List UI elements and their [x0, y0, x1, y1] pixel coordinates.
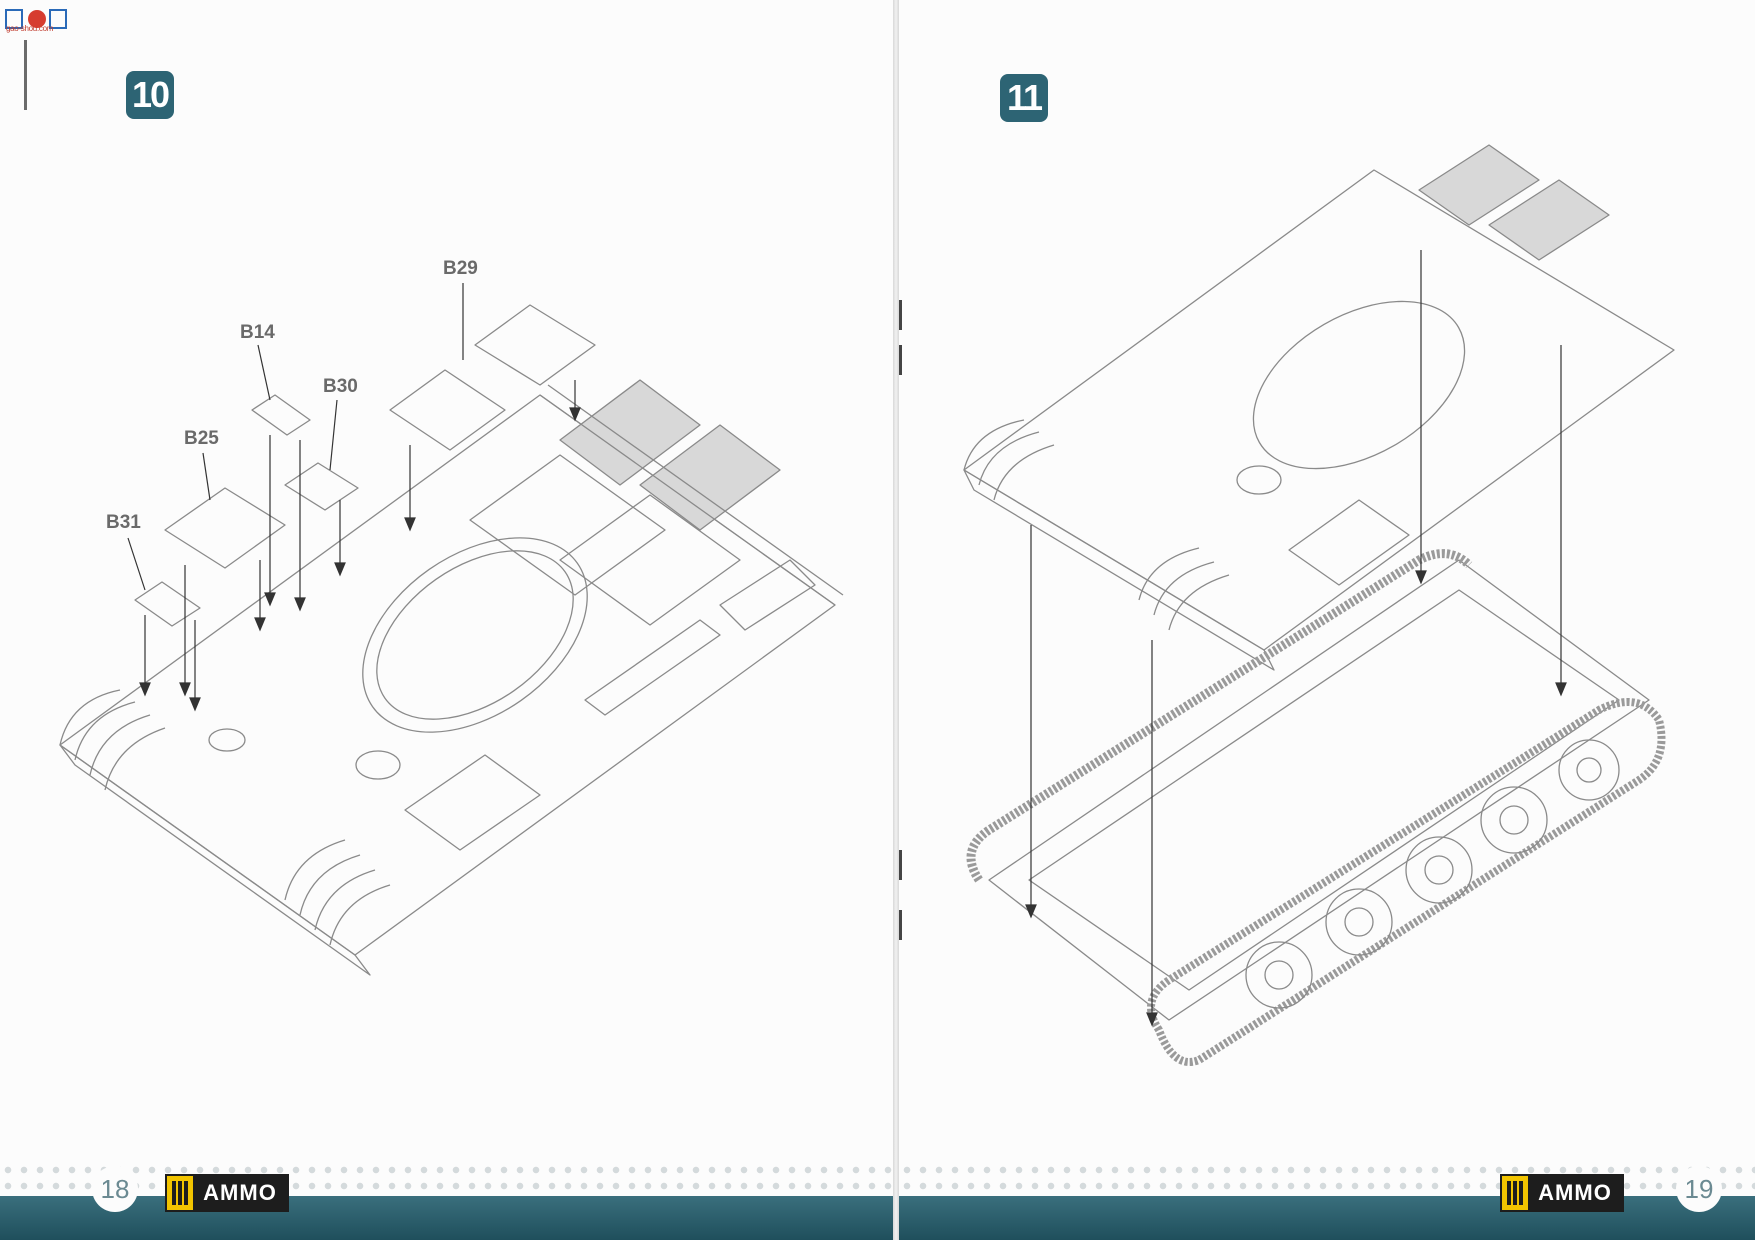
right-track [1147, 698, 1666, 1066]
part-label-b25: B25 [184, 428, 219, 449]
ammo-logo: AMMO [1500, 1174, 1624, 1212]
step-number-badge: 11 [1000, 74, 1048, 122]
binding-staple [899, 300, 902, 330]
part-b14 [251, 394, 311, 436]
part-label-b31: B31 [106, 512, 141, 533]
footer-band [0, 1196, 893, 1240]
ammo-logo-text: AMMO [193, 1176, 287, 1210]
watermark-site: gao-shou.com [6, 24, 54, 33]
turret-ring [362, 537, 588, 733]
ammo-bars-icon [167, 1176, 193, 1210]
engine-grill [1418, 144, 1540, 226]
left-track [966, 549, 1473, 883]
page-gutter [893, 0, 899, 1240]
right-page: 11 [899, 0, 1755, 1240]
engine-grill [559, 379, 701, 486]
footer-dots [0, 1162, 893, 1196]
part-label-b29: B29 [443, 258, 478, 279]
ammo-bars-icon [1502, 1176, 1528, 1210]
turret-ring [1252, 300, 1466, 470]
binding-staple [899, 910, 902, 940]
ammo-logo-text: AMMO [1528, 1176, 1622, 1210]
page-number: 18 [92, 1166, 138, 1212]
ammo-logo: AMMO [165, 1174, 289, 1212]
page-number: 19 [1676, 1166, 1722, 1212]
step-number-badge: 10 [126, 71, 174, 119]
lower-hull [988, 559, 1650, 1021]
part-b31 [134, 581, 201, 627]
hull-assembly-diagram [59, 283, 844, 976]
binding-mark [24, 40, 27, 110]
part-b29-b [474, 304, 596, 386]
footer-dots [899, 1162, 1755, 1196]
binding-staple [899, 850, 902, 880]
part-label-b30: B30 [323, 376, 358, 397]
part-b29-a [389, 369, 506, 451]
hull-track-assembly-diagram [963, 144, 1675, 1066]
watermark-logo [4, 6, 70, 40]
binding-staple [899, 345, 902, 375]
part-label-b14: B14 [240, 322, 275, 343]
part-b25 [164, 487, 286, 569]
part-b30 [284, 462, 359, 511]
footer-band [899, 1196, 1755, 1240]
left-page: gao-shou.com 10 B29 B14 B30 B25 B31 [0, 6, 893, 1240]
engine-grill [1488, 179, 1610, 261]
engine-grill [639, 424, 781, 531]
